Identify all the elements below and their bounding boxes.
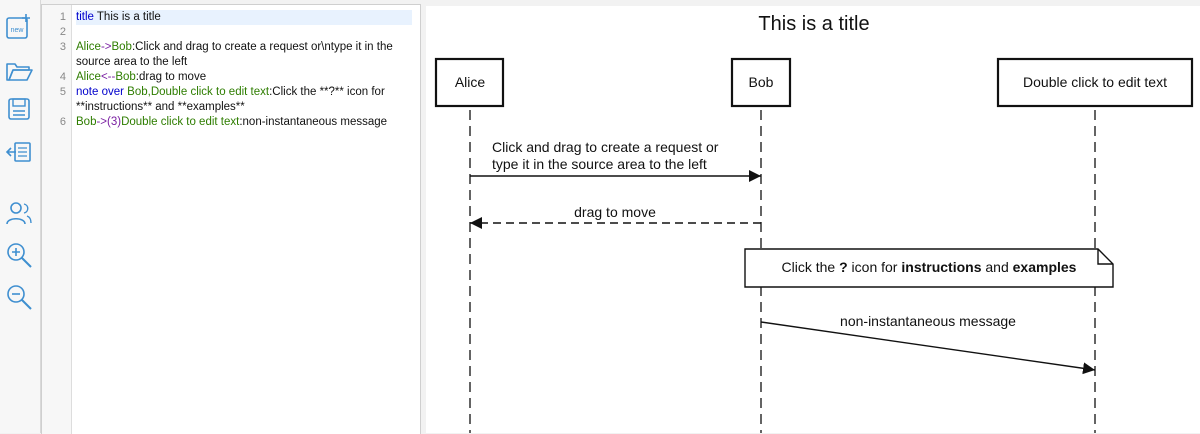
export-icon[interactable] (4, 137, 34, 167)
line-number: 2 (59, 26, 66, 38)
note-text: Click the ? icon for instructions and ex… (782, 259, 1077, 275)
line-number: 3 (59, 41, 66, 53)
code-line[interactable]: Alice->Bob:Click and drag to create a re… (76, 41, 396, 68)
message-1-line-2: type it in the source area to the left (492, 156, 707, 172)
message-1-line-1: Click and drag to create a request or (492, 139, 719, 155)
participant-alice-label: Alice (455, 74, 486, 90)
diagram-title: This is a title (758, 13, 869, 35)
line-number: 6 (59, 116, 66, 128)
new-label: new (11, 27, 25, 34)
code-line[interactable] (76, 25, 412, 40)
save-icon[interactable] (4, 94, 34, 124)
code-line[interactable]: Alice<--Bob:drag to move (76, 71, 207, 83)
participant-bob-label: Bob (749, 74, 774, 90)
message-bob-to-double-click[interactable]: non-instantaneous message (760, 313, 1096, 375)
note-over-bob[interactable]: Click the ? icon for instructions and ex… (744, 248, 1114, 288)
toolbar: new (0, 0, 41, 433)
participant-bob[interactable]: Bob (730, 57, 792, 108)
zoom-out-icon[interactable] (4, 282, 34, 312)
line-number: 1 (59, 11, 66, 23)
message-alice-to-bob[interactable]: Click and drag to create a request or ty… (470, 139, 761, 182)
source-editor[interactable]: 1 2 3 4 5 6 title This is a title Alice->Bob:… (41, 4, 421, 434)
code-line[interactable]: note over Bob,Double click to edit text:… (76, 86, 388, 113)
users-icon[interactable] (4, 198, 34, 228)
line-number: 5 (59, 86, 66, 98)
participant-alice[interactable]: Alice (434, 57, 505, 108)
new-file-icon[interactable]: new (4, 12, 34, 42)
code-line[interactable]: title This is a title (76, 10, 412, 25)
participant-double-click[interactable]: Double click to edit text (996, 57, 1194, 108)
line-number-gutter: 1 2 3 4 5 6 (42, 5, 72, 434)
message-bob-to-alice[interactable]: drag to move (470, 204, 761, 229)
code-line[interactable]: Bob->(3)Double click to edit text:non-in… (76, 116, 388, 128)
message-2-label: drag to move (574, 204, 656, 220)
sequence-diagram: This is a title Alice Bob Double click t… (434, 13, 1194, 433)
line-number: 4 (59, 71, 66, 83)
diagram-canvas[interactable]: This is a title Alice Bob Double click t… (426, 6, 1200, 433)
message-3-label: non-instantaneous message (840, 313, 1016, 329)
zoom-in-icon[interactable] (4, 240, 34, 270)
open-folder-icon[interactable] (4, 56, 34, 86)
participant-double-click-label: Double click to edit text (1023, 74, 1167, 90)
